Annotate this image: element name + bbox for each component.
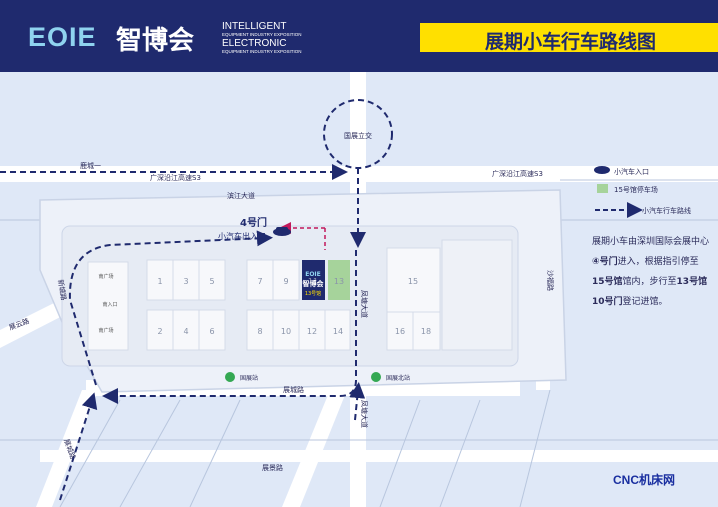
car-route (0, 164, 366, 501)
gate-label: 小汽车出入口 (218, 231, 266, 241)
south-hall-label: 南广场 (98, 327, 113, 334)
info-part-4: 登记进馆。 (622, 297, 668, 307)
road-label-shafulu: 沙福路 (546, 270, 555, 291)
credit-text: CNC机床网 (613, 473, 675, 487)
hall-14-label: 14 (333, 327, 343, 336)
hall-2-label: 2 (157, 327, 162, 336)
legend-parking-swatch (597, 184, 608, 193)
logo-line-1: INTELLIGENT (222, 21, 287, 32)
road-label-s3-left: 广深沿江高速S3 (150, 173, 201, 182)
info-part-3: 馆内，步行至 (622, 277, 677, 287)
halls-top-row: 1 3 5 7 9 11 13 15 17 (146, 239, 513, 351)
highlight-name: 智博会 (303, 279, 325, 288)
hall-1-label: 1 (157, 277, 162, 286)
hall-13-label: 13 (334, 277, 344, 286)
road-label-s3-right: 广深沿江高速S3 (492, 169, 543, 178)
parking-hall-15 (328, 260, 350, 300)
road-label-fenghuang-top: 凤塘大道 (360, 290, 369, 318)
legend-car-label: 小汽车入口 (614, 168, 649, 176)
legend (594, 166, 643, 218)
highlight-hall-number: 13号馆 (305, 290, 321, 297)
logo-line-3: ELECTRONIC (222, 38, 287, 49)
hall-9-label: 9 (283, 277, 288, 286)
info-part-2: 进入，根据指引停至 (617, 257, 699, 267)
hall-15-label: 15 (408, 277, 418, 286)
logo-line-4: EQUIPMENT INDUSTRY EXPOSITION (222, 49, 302, 54)
metro-icon-station1 (225, 372, 235, 382)
road-label-zhanjinglu: 展景路 (262, 463, 283, 472)
halls-bottom-row: 2 4 6 8 10 12 14 16 18 20 (146, 309, 441, 351)
legend-route-label: 小汽车行车路线 (642, 207, 691, 215)
hall-16-label: 16 (395, 327, 405, 336)
hall-7-label: 7 (257, 277, 262, 286)
header-bar: EOIE 智博会 INTELLIGENT EQUIPMENT INDUSTRY … (0, 0, 718, 72)
south-entrance-label: 南入口 (102, 301, 117, 308)
road-label-binjiang: 滨江大道 (227, 191, 255, 200)
hall-5-label: 5 (209, 277, 214, 286)
road-label-jiechengyi: 鹿城一 (80, 161, 101, 170)
car-icon (273, 227, 291, 236)
venue-map: 1 3 5 7 9 11 13 15 17 2 4 6 8 10 12 14 1… (0, 72, 718, 507)
logo-chinese: 智博会 (116, 26, 195, 56)
legend-car-icon (594, 166, 610, 174)
gate-exit-arrow (285, 228, 326, 250)
hall-6-label: 6 (209, 327, 214, 336)
logo-line-2: EQUIPMENT INDUSTRY EXPOSITION (222, 32, 302, 37)
interchange-label: 国展立交 (344, 131, 372, 140)
highlight-brand: EOIE (305, 271, 321, 278)
metro-icon-station2 (371, 372, 381, 382)
logo-mark: EOIE (28, 22, 97, 52)
hall-13-highlight (302, 260, 325, 300)
info-hall15: 15号馆 (592, 277, 623, 287)
info-text: 展期小车由深圳国际会展中心 ④号门进入，根据指引停至 15号馆馆内，步行至13号馆1… (592, 232, 710, 312)
station2-label: 国展北站 (386, 374, 410, 382)
hall-8-label: 8 (257, 327, 262, 336)
page-title: 展期小车行车路线图 (484, 31, 656, 53)
hall-3-label: 3 (183, 277, 188, 286)
road-label-xinchenglu: 新城路 (56, 279, 69, 301)
info-gate: ④号门 (592, 257, 618, 267)
hall-10-label: 10 (281, 327, 291, 336)
legend-parking-label: 15号馆停车场 (614, 186, 658, 194)
hall-18-label: 18 (421, 327, 431, 336)
info-hall13: 13号馆10号门 (592, 277, 708, 307)
title-banner: 展期小车行车路线图 (417, 23, 718, 53)
gate-number: 4号门 (240, 216, 267, 229)
station1-label: 国展站 (240, 374, 258, 382)
hall-11-label: 11 (308, 277, 318, 286)
hall-4-label: 4 (183, 327, 188, 336)
road-label-zhanchenglu: 展城路 (283, 385, 304, 394)
info-part-1: 展期小车由深圳国际会展中心 (592, 237, 710, 247)
hall-12-label: 12 (307, 327, 317, 336)
road-label-fenghuang-bottom: 凤塘大道 (360, 400, 369, 428)
south-plaza-label: 南广场 (98, 273, 113, 280)
